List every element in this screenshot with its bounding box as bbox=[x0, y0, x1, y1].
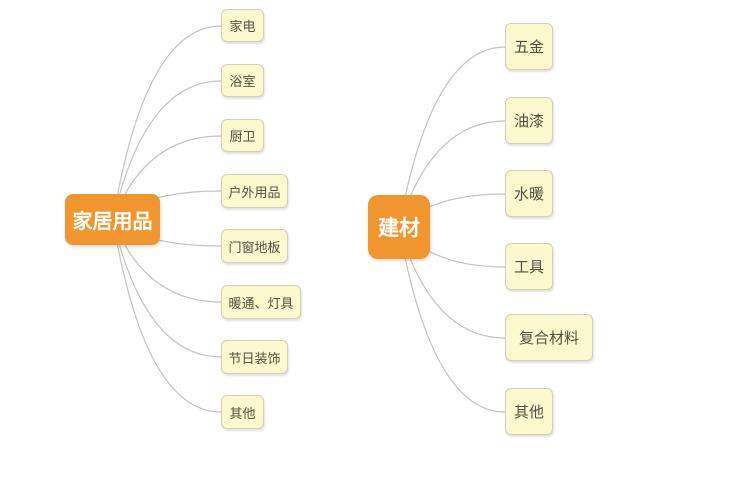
child-node-holiday-decor[interactable]: 节日装饰 bbox=[221, 340, 288, 374]
child-node-kitchen-bath[interactable]: 厨卫 bbox=[221, 119, 264, 152]
child-node-paint[interactable]: 油漆 bbox=[505, 97, 553, 144]
child-node-appliances[interactable]: 家电 bbox=[221, 9, 264, 42]
child-node-other-materials[interactable]: 其他 bbox=[505, 388, 553, 435]
child-node-hvac-lighting[interactable]: 暖通、灯具 bbox=[221, 285, 301, 319]
child-node-tools[interactable]: 工具 bbox=[505, 243, 553, 290]
connector-line bbox=[398, 46, 506, 228]
child-node-bathroom[interactable]: 浴室 bbox=[221, 64, 264, 97]
child-node-doors-windows-floor[interactable]: 门窗地板 bbox=[221, 229, 288, 263]
child-node-outdoor[interactable]: 户外用品 bbox=[221, 174, 288, 208]
child-node-plumbing[interactable]: 水暖 bbox=[505, 170, 553, 217]
child-node-hardware[interactable]: 五金 bbox=[505, 23, 553, 70]
connector-line bbox=[398, 226, 506, 413]
connector-line bbox=[112, 219, 222, 358]
connector-line bbox=[112, 80, 222, 221]
child-node-composite-materials[interactable]: 复合材料 bbox=[505, 314, 593, 361]
connector-line bbox=[112, 25, 222, 221]
root-node-home-goods[interactable]: 家居用品 bbox=[65, 194, 160, 245]
connector-line bbox=[112, 219, 222, 413]
child-node-other-home[interactable]: 其他 bbox=[221, 395, 264, 429]
root-node-building-materials[interactable]: 建材 bbox=[368, 195, 430, 259]
